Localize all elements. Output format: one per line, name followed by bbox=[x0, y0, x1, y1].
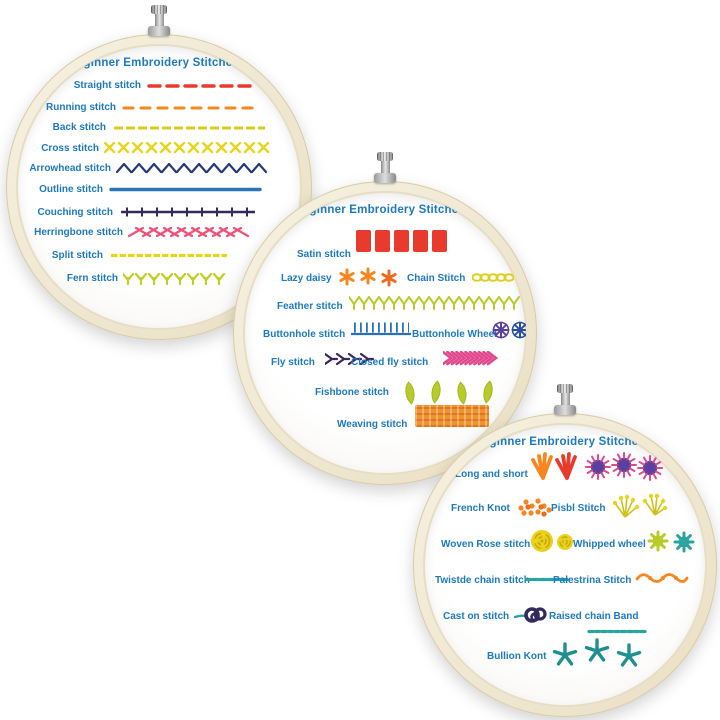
screw-shaft bbox=[560, 393, 570, 405]
stitch-label-straight: Straight stitch bbox=[73, 80, 141, 91]
stitch-label-bullion: Bullion Kont bbox=[487, 651, 547, 662]
hoop-title: Beginner Embroidery Stitches-3 bbox=[474, 436, 656, 448]
hoop-title: Beginner Embroidery Stitches-2 bbox=[294, 204, 476, 216]
stitch-label-lazy-daisy: Lazy daisy bbox=[281, 273, 332, 284]
fern-stitch-sample bbox=[123, 272, 226, 285]
arrowhead-stitch-sample bbox=[116, 163, 268, 174]
stitch-row: Arrowhead stitch bbox=[17, 163, 268, 174]
satin-stitch-sample bbox=[356, 230, 447, 252]
screw-knob bbox=[377, 152, 393, 161]
stitch-label-fern: Fern stitch bbox=[66, 272, 118, 284]
screw-clamp bbox=[554, 405, 576, 415]
stitch-label-buttonhole-wheel: Buttonhole Wheel bbox=[412, 329, 497, 340]
hoop-title: Beginner Embroidery Stitches-1 bbox=[68, 57, 250, 69]
stitch-row: Herringbone stitch bbox=[23, 227, 250, 238]
screw-shaft bbox=[154, 14, 164, 26]
stitch-label-feather: Feather stitch bbox=[277, 301, 343, 312]
french-knot-sample bbox=[518, 498, 552, 517]
split-stitch-sample bbox=[111, 253, 227, 258]
chain-stitch-sample bbox=[472, 273, 514, 282]
stitch-row: Couching stitch bbox=[17, 206, 258, 218]
hoop1-screw bbox=[146, 5, 172, 37]
stitch-label-raised-chain: Raised chain Band bbox=[549, 611, 639, 622]
stitch-row: Straight stitch bbox=[41, 80, 253, 91]
couching-stitch-sample bbox=[121, 207, 255, 217]
stitch-label-couching: Couching stitch bbox=[37, 206, 113, 218]
outline-stitch-sample bbox=[109, 187, 262, 192]
stitch-label-fishbone: Fishbone stitch bbox=[315, 387, 389, 398]
stitch-label-satin: Satin stitch bbox=[297, 249, 351, 260]
hoop3-screw bbox=[552, 384, 578, 416]
running-stitch-sample bbox=[122, 106, 255, 109]
embroidery-hoop-2: Beginner Embroidery Stitches-2 Satin sti… bbox=[233, 152, 537, 485]
lazy-daisy-sample bbox=[339, 267, 397, 287]
buttonhole-wheel-sample bbox=[492, 321, 526, 339]
stitch-label-palestrina: Palestrina Stitch bbox=[553, 575, 632, 586]
weaving-stitch-sample bbox=[415, 405, 489, 427]
stitch-label-closed-fly: Closed fly stitch bbox=[351, 357, 429, 368]
stitch-label-pistil: Pisbl Stitch bbox=[551, 503, 606, 514]
embroidery-hoop-3: Beginner Embroidery Stitches-3 Long and … bbox=[413, 384, 717, 717]
stitch-label-cross: Cross stitch bbox=[41, 142, 99, 154]
stitch-row: Split stitch bbox=[17, 250, 230, 261]
stitch-label-whipped-wheel: Whipped wheel bbox=[573, 539, 646, 550]
screw-shaft bbox=[380, 161, 390, 173]
hoop2-screw bbox=[372, 152, 398, 184]
long-and-short-sample bbox=[531, 452, 577, 480]
stitch-label-long-short: Long and short bbox=[455, 469, 528, 480]
stitch-row: Back stitch bbox=[17, 122, 268, 133]
stitch-label-cast-on: Cast on stitch bbox=[443, 611, 510, 622]
embroidery-hoop-1: Beginner Embroidery Stitches-1 Straight … bbox=[6, 5, 312, 340]
screw-clamp bbox=[374, 173, 396, 183]
stitch-label-split: Split stitch bbox=[51, 250, 103, 261]
stitch-label-herringbone: Herringbone stitch bbox=[34, 227, 123, 238]
stitch-label-buttonhole: Buttonhole stitch bbox=[263, 329, 346, 340]
stitch-label-twisted-chain: Twistde chain stitch bbox=[435, 575, 530, 586]
closed-fly-stitch-sample bbox=[443, 351, 498, 366]
straight-stitch-sample bbox=[147, 83, 252, 88]
bullion-knot-sample bbox=[552, 638, 642, 667]
palestrina-stitch-sample bbox=[635, 573, 689, 583]
feather-stitch-sample bbox=[349, 296, 520, 310]
stitch-label-arrowhead: Arrowhead stitch bbox=[29, 163, 111, 174]
woven-rose-sample bbox=[531, 530, 573, 552]
screw-knob bbox=[151, 5, 167, 14]
stitch-label-outline: Outline stitch bbox=[39, 184, 103, 195]
stitch-label-weaving: Weaving stitch bbox=[337, 419, 408, 430]
herringbone-stitch-sample bbox=[128, 227, 250, 238]
stitch-label-running: Running stitch bbox=[46, 102, 116, 113]
stitch-label-fly: Fly stitch bbox=[271, 357, 315, 368]
stitch-row: Fern stitch bbox=[18, 271, 229, 285]
pistil-stitch-sample bbox=[613, 493, 668, 518]
stitch-label-woven-rose: Woven Rose stitch bbox=[441, 539, 531, 550]
screw-knob bbox=[557, 384, 573, 393]
stitch-label-french-knot: French Knot bbox=[451, 503, 510, 514]
twisted-chain-sample bbox=[524, 577, 570, 582]
raised-chain-band-sample bbox=[587, 629, 649, 634]
cross-stitch-sample bbox=[104, 142, 270, 154]
buttonhole-stitch-sample bbox=[351, 322, 411, 336]
stitch-row: Outline stitch bbox=[17, 184, 263, 195]
back-stitch-sample bbox=[114, 126, 265, 129]
star-flowers-sample bbox=[585, 451, 663, 482]
stitch-row: Cross stitch bbox=[17, 142, 272, 154]
screw-clamp bbox=[148, 26, 170, 36]
stitch-row: Running stitch bbox=[17, 102, 256, 113]
stitch-label-back: Back stitch bbox=[52, 122, 106, 133]
stitch-label-chain: Chain Stitch bbox=[407, 273, 466, 284]
cast-on-stitch-sample bbox=[513, 607, 547, 623]
whipped-wheel-sample bbox=[647, 530, 695, 553]
fishbone-stitch-sample bbox=[404, 379, 495, 405]
